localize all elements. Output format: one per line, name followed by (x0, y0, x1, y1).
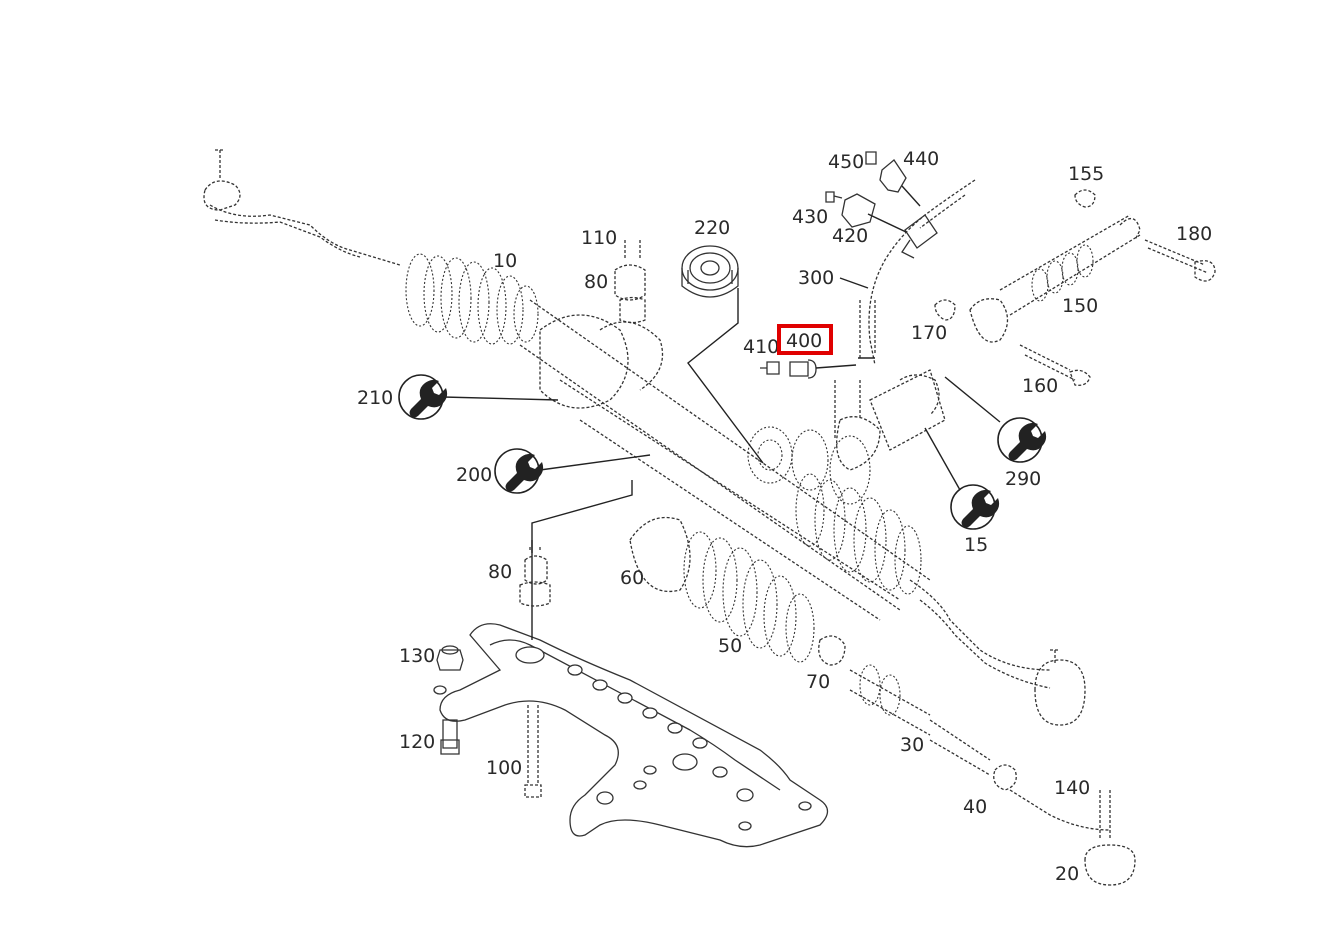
pulley-220 (681, 245, 739, 298)
part-label-450[interactable]: 450 (828, 151, 864, 173)
part-label-50[interactable]: 50 (718, 635, 742, 657)
part-label-170[interactable]: 170 (911, 322, 947, 344)
part-label-80-lower[interactable]: 80 (488, 561, 512, 583)
selected-part-highlight (777, 324, 833, 355)
selection-background (779, 326, 831, 353)
selected-part-label[interactable]: 400 (786, 330, 822, 352)
part-label-80-upper[interactable]: 80 (584, 271, 608, 293)
outer-boot-assembly (629, 516, 1136, 886)
upper-right-assembly (934, 189, 1216, 386)
part-label-180[interactable]: 180 (1176, 223, 1212, 245)
part-label-40[interactable]: 40 (963, 796, 987, 818)
part-label-420[interactable]: 420 (832, 225, 868, 247)
part-label-60[interactable]: 60 (620, 567, 644, 589)
part-label-100[interactable]: 100 (486, 757, 522, 779)
leader-lines (442, 277, 1001, 553)
part-label-200[interactable]: 200 (456, 464, 492, 486)
hose-assembly (760, 151, 976, 379)
wrench-icon[interactable] (398, 374, 448, 420)
part-label-220[interactable]: 220 (694, 217, 730, 239)
wrench-icon[interactable] (997, 417, 1047, 463)
part-label-300[interactable]: 300 (798, 267, 834, 289)
wrench-icon[interactable] (494, 448, 544, 494)
crossmember (433, 540, 829, 848)
part-label-10[interactable]: 10 (493, 250, 517, 272)
part-label-70[interactable]: 70 (806, 671, 830, 693)
part-label-155[interactable]: 155 (1068, 163, 1104, 185)
part-label-210[interactable]: 210 (357, 387, 393, 409)
part-label-20[interactable]: 20 (1055, 863, 1079, 885)
part-label-130[interactable]: 130 (399, 645, 435, 667)
part-label-430[interactable]: 430 (792, 206, 828, 228)
part-label-150[interactable]: 150 (1062, 295, 1098, 317)
wrench-icon[interactable] (950, 484, 1000, 530)
mount-bushings (519, 240, 646, 607)
part-labels: 10 15 20 30 40 50 60 70 80 80 100 110 12… (357, 148, 1212, 885)
steering-rack (203, 149, 1086, 726)
part-label-140[interactable]: 140 (1054, 777, 1090, 799)
part-label-440[interactable]: 440 (903, 148, 939, 170)
part-label-410[interactable]: 410 (743, 336, 779, 358)
part-label-120[interactable]: 120 (399, 731, 435, 753)
part-label-15[interactable]: 15 (964, 534, 988, 556)
part-label-160[interactable]: 160 (1022, 375, 1058, 397)
part-label-290[interactable]: 290 (1005, 468, 1041, 490)
part-label-110[interactable]: 110 (581, 227, 617, 249)
part-label-30[interactable]: 30 (900, 734, 924, 756)
